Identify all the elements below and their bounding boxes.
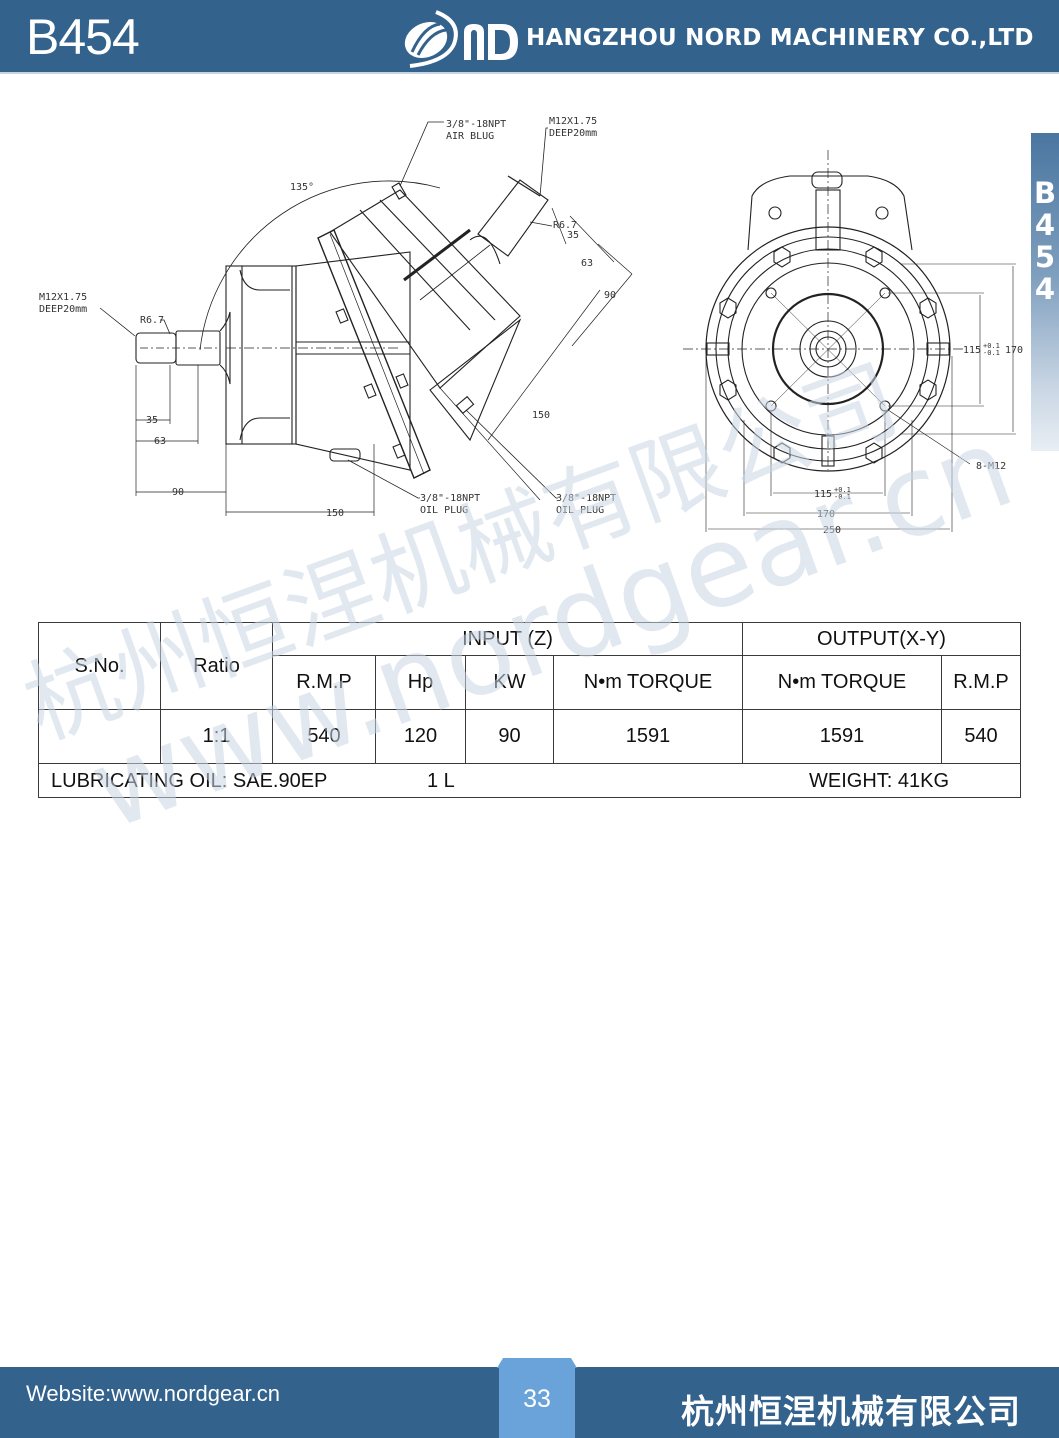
dim-250-horizontal: 250 [823, 525, 841, 536]
page-number-tab: 33 [497, 1358, 577, 1438]
page-tab-top [497, 1358, 577, 1368]
side-tab: B 4 5 4 [1031, 133, 1059, 451]
thread-top-sublabel: DEEP20mm [549, 128, 597, 139]
dim-top-90: 90 [604, 290, 616, 301]
air-plug-sublabel: AIR BLUG [446, 131, 494, 142]
oil-plug-2-label: 3/8"-18NPT [556, 493, 616, 504]
angle-label: 135° [290, 182, 314, 193]
dim-diag-150: 150 [532, 410, 550, 421]
page-header: B454 HANGZHOU NORD MACHINERY CO.,LTD [0, 0, 1059, 74]
header-input-rpm: R.M.P [272, 655, 376, 710]
dim-115-horizontal: 115 [814, 489, 832, 500]
cell-ratio: 1:1 [160, 709, 273, 764]
header-input-hp: Hp [375, 655, 466, 710]
nord-logo-icon [404, 10, 518, 68]
cell-output-rpm: 540 [941, 709, 1021, 764]
dim-top-63: 63 [581, 258, 593, 269]
company-name-cn: 杭州恒涅机械有限公司 [681, 1392, 1021, 1431]
cell-input-kw: 90 [465, 709, 554, 764]
cell-input-rpm: 540 [272, 709, 376, 764]
header-input-torque: N•m TORQUE [553, 655, 743, 710]
radius-top-label: R6.7 [553, 220, 577, 231]
header-ratio: Ratio [160, 622, 273, 710]
table-footer-cell: LUBRICATING OIL: SAE.90EP 1 L WEIGHT: 41… [38, 763, 1021, 798]
oil-plug-2-sublabel: OIL PLUG [556, 505, 604, 516]
tol-v-plus: +0.1 [983, 342, 1000, 350]
tol-v-minus: -0.1 [983, 349, 1000, 357]
radius-left-label: R6.7 [140, 315, 164, 326]
dim-left-63: 63 [154, 436, 166, 447]
cell-sno [38, 709, 161, 764]
tol-h-plus: +0.1 [834, 486, 851, 494]
spec-table: S.No. Ratio INPUT (Z) OUTPUT(X-Y) R.M.P … [38, 622, 1021, 798]
dim-left-90: 90 [172, 487, 184, 498]
oil-plug-1-sublabel: OIL PLUG [420, 505, 468, 516]
table-footer-row: LUBRICATING OIL: SAE.90EP 1 L WEIGHT: 41… [38, 763, 1021, 798]
side-tab-label: B 4 5 4 [1031, 177, 1059, 305]
table-header-row: S.No. Ratio INPUT (Z) OUTPUT(X-Y) [38, 622, 1021, 710]
dim-left-35: 35 [146, 415, 158, 426]
dim-bottom-150: 150 [326, 508, 344, 519]
model-code: B454 [26, 9, 140, 65]
cell-input-hp: 120 [375, 709, 466, 764]
page-number: 33 [523, 1385, 551, 1413]
side-tab-char: 5 [1034, 240, 1056, 274]
lubricating-oil: LUBRICATING OIL: SAE.90EP [51, 770, 328, 792]
weight: WEIGHT: 41KG [809, 770, 950, 792]
side-tab-char: 4 [1034, 272, 1056, 306]
oil-plug-1-label: 3/8"-18NPT [420, 493, 480, 504]
header-input-group: INPUT (Z) [272, 622, 743, 656]
oil-volume: 1 L [427, 770, 455, 792]
brand: HANGZHOU NORD MACHINERY CO.,LTD [396, 8, 1034, 68]
table-subheader-row: R.M.P Hp KW N•m TORQUE N•m TORQUE R.M.P [39, 655, 1021, 710]
header-input-kw: KW [465, 655, 554, 710]
dim-115-vertical: 115 [963, 345, 981, 356]
side-tab-char: 4 [1034, 208, 1056, 242]
table-row: 1:1 540 120 90 1591 1591 540 [38, 709, 1021, 764]
dim-170-horizontal: 170 [817, 509, 835, 520]
company-name: HANGZHOU NORD MACHINERY CO.,LTD [526, 25, 1034, 51]
cell-input-torque: 1591 [553, 709, 743, 764]
thread-left-sublabel: DEEP20mm [39, 304, 87, 315]
gearbox-drawing: 135° 3/8"-18NPT AIR BLUG M12X1.75 DEEP20… [39, 116, 1023, 536]
header-output-torque: N•m TORQUE [742, 655, 942, 710]
thread-top-label: M12X1.75 [549, 116, 597, 127]
thread-left-label: M12X1.75 [39, 292, 87, 303]
website-label: Website:www.nordgear.cn [26, 1381, 280, 1406]
dim-top-35: 35 [567, 230, 579, 241]
side-tab-char: B [1033, 176, 1057, 210]
cell-output-torque: 1591 [742, 709, 942, 764]
dim-170-vertical: 170 [1005, 345, 1023, 356]
air-plug-label: 3/8"-18NPT [446, 119, 506, 130]
header-output-rpm: R.M.P [941, 655, 1021, 710]
bolt-spec-label: 8-M12 [976, 461, 1006, 472]
tol-h-minus: -0.1 [834, 493, 851, 501]
technical-drawings: 135° 3/8"-18NPT AIR BLUG M12X1.75 DEEP20… [0, 80, 1059, 550]
page-tab-body [499, 1367, 575, 1438]
header-output-group: OUTPUT(X-Y) [742, 622, 1021, 656]
header-sno: S.No. [38, 622, 161, 710]
